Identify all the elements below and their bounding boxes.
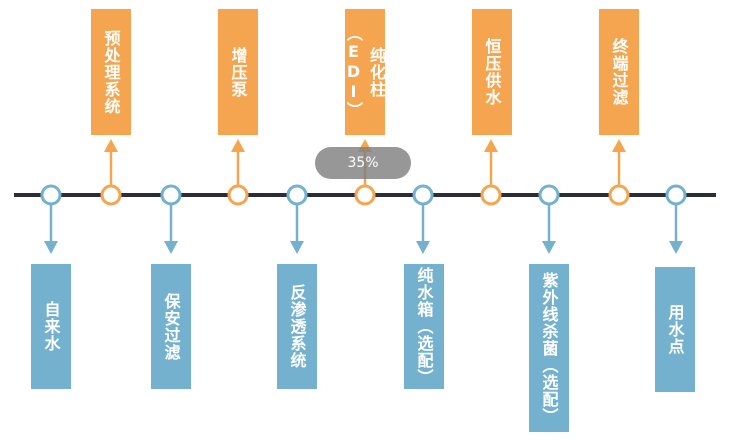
node-down-3 [412,184,434,206]
down-arrowhead-4 [542,241,556,254]
step-box-pretreatment: 预处理系统 [91,9,131,135]
step-box-security-filter: 保安过滤 [151,264,191,389]
node-up-3 [480,184,502,206]
up-arrowhead-4 [612,139,626,152]
down-arrowhead-5 [669,241,683,254]
step-box-constant-pressure: 恒压供水 [472,9,512,135]
node-down-2 [286,184,308,206]
up-arrowhead-0 [104,139,118,152]
timeline-nodes [40,184,687,206]
step-box-edi-column: 纯化柱（EDI） [344,9,386,135]
node-down-1 [160,184,182,206]
step-label: 恒压供水 [482,38,502,106]
step-box-terminal-filter: 终端过滤 [599,9,639,135]
down-arrowhead-1 [164,241,178,254]
node-down-0 [40,184,62,206]
step-label: 增压泵 [228,46,248,98]
step-label: 预处理系统 [101,29,121,115]
down-arrowhead-2 [290,241,304,254]
step-box-pure-water-tank: 纯水箱（选配） [404,264,444,389]
step-box-water-point: 用水点 [655,267,695,392]
step-box-reverse-osmosis: 反渗透系统 [277,264,317,389]
node-up-1 [227,184,249,206]
step-label: 反渗透系统 [287,284,307,369]
step-label: 紫外线杀菌（选配） [539,271,559,425]
step-label: 保安过滤 [161,292,181,361]
progress-badge: 35% [315,147,411,179]
step-label: 终端过滤 [609,38,629,106]
down-connectors [49,205,678,243]
step-box-uv-sterilization: 紫外线杀菌（选配） [529,264,569,432]
step-label: 纯水箱（选配） [414,267,434,386]
down-arrowhead-0 [44,241,58,254]
down-arrowhead-3 [416,241,430,254]
node-up-2 [354,184,376,206]
node-up-0 [100,184,122,206]
step-label: 纯化柱（EDI） [344,25,386,119]
step-box-tap-water: 自来水 [31,264,71,389]
node-down-4 [538,184,560,206]
step-label: 自来水 [41,301,61,352]
node-up-4 [608,184,630,206]
node-down-5 [665,184,687,206]
up-arrowhead-1 [231,139,245,152]
step-box-booster-pump: 增压泵 [218,9,258,135]
down-arrowheads [44,241,683,254]
up-arrowhead-3 [484,139,498,152]
step-label: 用水点 [665,304,685,355]
